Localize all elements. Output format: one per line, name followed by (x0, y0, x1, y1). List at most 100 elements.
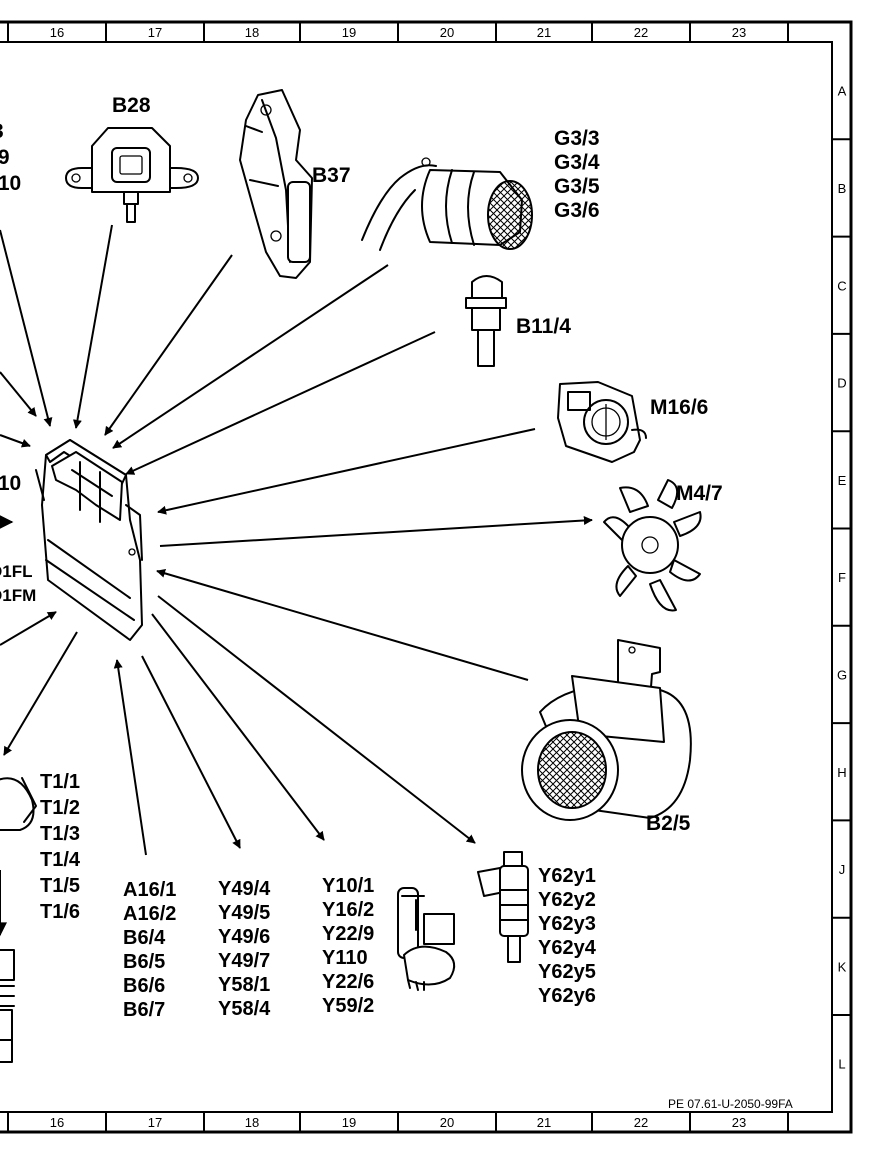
row-index-C: C (837, 278, 846, 293)
column-index-22: 22 (634, 1115, 648, 1130)
column-index-20: 20 (440, 25, 454, 40)
label-y62-item: Y62y3 (538, 913, 596, 935)
column-index-top: 16 17 18 19 20 21 22 23 (7, 22, 789, 42)
column-index-17: 17 (148, 25, 162, 40)
arrow-a16-to-ecu (113, 659, 147, 856)
b11-4-sensor-drawing (465, 275, 507, 367)
label-m16-6: M16/6 (650, 396, 708, 419)
row-index-K: K (838, 959, 847, 974)
arrow-g3-to-ecu (112, 264, 389, 449)
label-y62-item: Y62y2 (538, 889, 596, 911)
arrow-ecu-to-y62 (157, 595, 476, 844)
column-index-21: 21 (537, 25, 551, 40)
row-index-E: E (838, 473, 847, 488)
label-a16-item: B6/4 (123, 927, 166, 949)
column-index-21: 21 (537, 1115, 551, 1130)
label-y49-item: Y49/4 (218, 878, 271, 900)
connection-arrows (0, 224, 593, 937)
row-index-D: D (837, 376, 846, 391)
label-a16-item: A16/2 (123, 903, 176, 925)
drawing-reference: PE 07.61-U-2050-99FA (668, 1097, 793, 1111)
row-index-H: H (837, 765, 846, 780)
column-index-18: 18 (245, 1115, 259, 1130)
fragment-label: /9 (0, 146, 10, 169)
m16-6-actuator-drawing (557, 381, 647, 463)
label-y62-item: Y62y4 (538, 937, 597, 959)
label-y62-item: Y62y5 (538, 961, 596, 983)
column-index-20: 20 (440, 1115, 454, 1130)
label-y10-item: Y22/9 (322, 923, 374, 945)
column-index-23: 23 (732, 25, 746, 40)
y62-injector-drawing (477, 851, 529, 963)
arrow-ecu-to-t1 (3, 631, 78, 756)
label-b11-4: B11/4 (516, 315, 571, 338)
label-y49-item: Y58/4 (218, 998, 271, 1020)
label-t1-item: T1/3 (40, 823, 80, 845)
label-b37: B37 (312, 164, 351, 187)
label-t1-item: T1/2 (40, 797, 80, 819)
row-index-B: B (838, 181, 847, 196)
label-y62-item: Y62y1 (538, 865, 596, 887)
arrow-ecu-to-m4-7 (159, 515, 593, 547)
arrow-left-mid2-to-ecu (0, 434, 31, 448)
y10-valve-drawing (397, 887, 456, 991)
b2-5-sensor-drawing (521, 639, 692, 821)
left-fragment-labels: 3 /9 /10 /10 D1FL D1FM (0, 120, 36, 605)
column-index-17: 17 (148, 1115, 162, 1130)
column-index-23: 23 (732, 1115, 746, 1130)
label-y10-item: Y16/2 (322, 899, 374, 921)
b28-sensor-drawing (65, 127, 199, 223)
arrow-left-mid-to-ecu (0, 371, 37, 417)
label-g3-item: G3/3 (554, 127, 600, 150)
fragment-label: /10 (0, 172, 21, 195)
g3-sensor-drawing (361, 157, 533, 251)
label-y49-item: Y58/1 (218, 974, 270, 996)
label-g3-item: G3/4 (554, 151, 600, 174)
label-t1-item: T1/6 (40, 901, 80, 923)
control-unit-drawing (35, 439, 143, 641)
column-index-16: 16 (50, 25, 64, 40)
fragment-label: D1FM (0, 586, 36, 605)
label-t1-item: T1/1 (40, 771, 80, 793)
label-y10-item: Y10/1 (322, 875, 374, 897)
arrow-ecu-to-y10 (151, 613, 325, 841)
column-index-22: 22 (634, 25, 648, 40)
arrow-b28-to-ecu (72, 224, 113, 429)
label-b2-5: B2/5 (646, 812, 691, 835)
fragment-label: D1FL (0, 562, 33, 581)
label-g3-item: G3/6 (554, 199, 600, 222)
row-index-G: G (837, 667, 847, 682)
column-index-19: 19 (342, 25, 356, 40)
row-index-L: L (838, 1057, 845, 1072)
label-a16-item: B6/6 (123, 975, 165, 997)
fragment-label: /10 (0, 472, 21, 495)
label-a16-item: B6/5 (123, 951, 165, 973)
column-index-18: 18 (245, 25, 259, 40)
spark-plug-drawing (0, 949, 15, 1063)
column-index-19: 19 (342, 1115, 356, 1130)
m4-7-fan-drawing (603, 479, 702, 612)
label-y49-item: Y49/7 (218, 950, 270, 972)
label-m4-7: M4/7 (676, 482, 723, 505)
arrow-b11-4-to-ecu (125, 331, 436, 475)
label-a16-item: B6/7 (123, 999, 165, 1021)
label-y10-item: Y59/2 (322, 995, 374, 1017)
arrow-m16-6-to-ecu (157, 428, 536, 515)
arrow-left-upper-to-ecu (0, 229, 53, 427)
t1-ignition-coil-drawing (0, 777, 37, 831)
label-a16-item: A16/1 (123, 879, 176, 901)
arrow-b2-5-to-ecu (156, 568, 529, 681)
label-t1-item: T1/4 (40, 849, 81, 871)
row-index-A: A (838, 84, 847, 99)
label-b28: B28 (112, 94, 151, 117)
arrow-left-lower-to-ecu (0, 611, 57, 646)
fragment-label: 3 (0, 120, 4, 143)
drawing-frame (0, 20, 853, 1134)
b37-pedal-sensor-drawing (239, 89, 313, 279)
label-y10-item: Y110 (322, 947, 368, 969)
column-index-16: 16 (50, 1115, 64, 1130)
arrow-ecu-to-y49 (141, 655, 241, 849)
